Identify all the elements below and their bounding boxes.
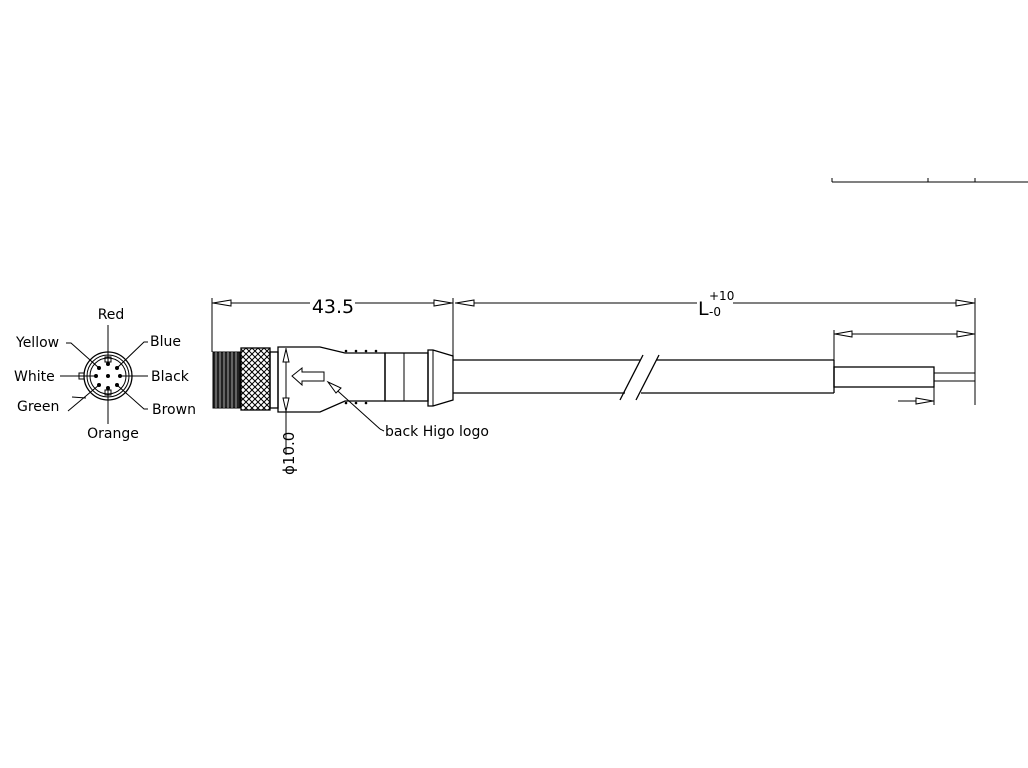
dimension-strip-length (833, 330, 975, 405)
cable-length-label: L (698, 298, 709, 320)
tolerance-upper: +10 (709, 289, 734, 303)
dimension-cable-length (455, 298, 976, 405)
diameter-dimension (282, 348, 290, 455)
pin-label-yellow: Yellow (15, 335, 59, 351)
connector-length-label: 43.5 (312, 296, 354, 318)
pin-label-white: White (14, 369, 55, 385)
pin-label-blue: Blue (150, 334, 181, 350)
connector-body (212, 346, 454, 413)
cable (453, 354, 975, 401)
pinout-face (60, 325, 148, 424)
logo-arrow-icon (291, 366, 325, 387)
pin-label-red: Red (98, 307, 125, 323)
scale-bar (831, 178, 1028, 183)
pin-label-brown: Brown (152, 402, 196, 418)
dimension-connector-length (211, 298, 454, 356)
diameter-label: ϕ10.0 (280, 432, 298, 475)
logo-leader (326, 380, 385, 432)
tolerance-lower: -0 (709, 305, 721, 319)
logo-note: back Higo logo (385, 424, 489, 440)
pin-label-orange: Orange (87, 426, 139, 442)
pin-label-black: Black (151, 369, 190, 385)
pin-label-green: Green (17, 399, 59, 415)
